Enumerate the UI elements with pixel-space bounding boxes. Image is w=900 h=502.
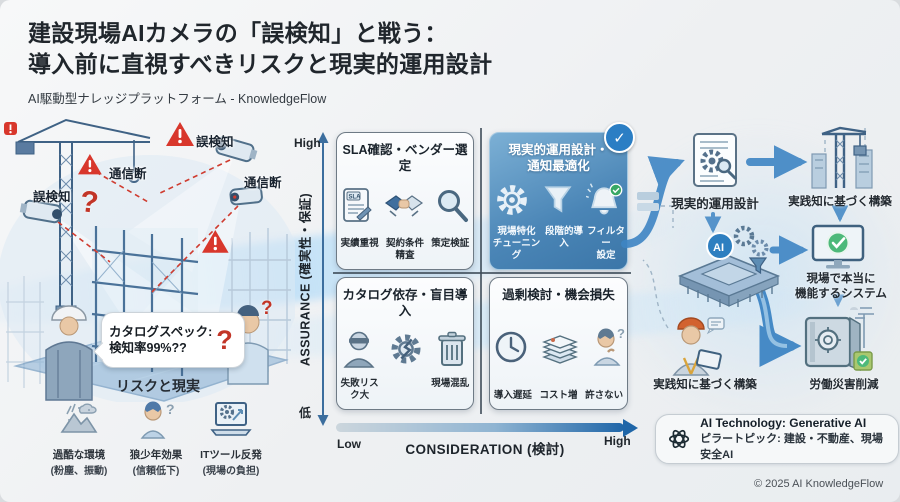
label-comm-loss-right: 通信断 (244, 176, 282, 190)
ai-technology-badge: AI Technology: Generative AI ピラートピック: 建設… (655, 414, 899, 464)
magnifier-icon (438, 190, 468, 223)
quadrant-item-label: 導入遅延 (493, 390, 532, 402)
label-false-detection-left: 誤検知 (33, 190, 71, 204)
paper-stack-icon (541, 334, 578, 364)
quadrant-divider-horizontal (333, 272, 631, 274)
ai-chip-label: AI (713, 242, 724, 254)
svg-text:?: ? (617, 328, 625, 341)
quadrant-item-label: 策定検証 (431, 238, 470, 250)
y-axis-label: ASSURANCE (確実性・保証) (298, 192, 313, 367)
crane-build-icon (811, 126, 873, 189)
y-axis-low: 低 (299, 406, 312, 420)
quadrant-title: カタログ依存・盲目導入 (342, 288, 468, 319)
quadrant-item-label: 失敗リスク大 (340, 378, 379, 402)
quadrant-item-label: コスト増 (539, 390, 578, 402)
generative-ai-logo-icon (668, 429, 690, 449)
risk-item-it-pushback: ITツール反発 (現場の負担) (188, 400, 274, 477)
flow-step-system-label: 現場で本当に 機能するシステム (795, 273, 887, 300)
scene-caption: リスクと現実 (116, 378, 200, 394)
x-axis-arrowhead (623, 419, 638, 437)
svg-text:SLA: SLA (349, 195, 362, 201)
ai-camera-top-right (215, 136, 258, 163)
quadrant-item-label (383, 378, 428, 402)
warning-triangle-icon (202, 230, 229, 253)
sla-document-icon: SLA (343, 188, 372, 223)
risk-item-sub: (現場の負担) (202, 466, 260, 477)
dust-mountain-icon (60, 403, 98, 433)
page-subtitle: AI駆動型ナレッジプラットフォーム - KnowledgeFlow (28, 92, 327, 106)
risk-item-cry-wolf: ? 狼少年効果 (信頼低下) (113, 400, 199, 477)
quadrant-item-label: フィルター 設定 (587, 226, 625, 262)
thinking-person-icon: ? (592, 328, 625, 366)
monitor-check-icon (811, 224, 865, 269)
risk-item-label: 狼少年効果 (129, 449, 183, 461)
laptop-gear-icon (210, 402, 252, 436)
safety-vault-icon (804, 307, 874, 372)
clock-icon (495, 331, 526, 362)
quadrant-item-label: 段階的導入 (544, 226, 583, 250)
confused-person-icon: ? (140, 401, 175, 439)
worker-tablet-icon (672, 317, 725, 376)
label-false-detection-top: 誤検知 (196, 135, 234, 149)
gear-icon (496, 185, 527, 216)
broken-gear-icon (391, 334, 421, 364)
ai-camera-left (19, 199, 63, 224)
x-axis-arrow (336, 423, 624, 432)
trash-icon (438, 331, 466, 366)
quadrant-divider-vertical (480, 128, 482, 414)
quadrant-sla-vendor: SLA確認・ベンダー選定 SLA 実績重視 契約条件 精査 (336, 132, 474, 270)
quadrant-over-consideration: 過剰検討・機会損失 ? (489, 277, 628, 410)
risk-item-label: 過酷な環境 (52, 449, 106, 461)
risk-item-sub: (信頼低下) (132, 466, 180, 477)
y-axis-high: High (294, 136, 321, 150)
label-comm-loss-left: 通信断 (109, 167, 147, 181)
scaffolding-right (228, 228, 291, 372)
quadrant-title: 現実的運用設計・ 通知最適化 (508, 143, 609, 174)
flow-step-design-label: 現実的運用設計 (671, 197, 759, 211)
badge-subtitle: ピラートピック: 建設・不動産、現場安全AI (700, 433, 883, 461)
quadrant-item-label: 現場混乱 (431, 378, 470, 390)
quadrant-catalog-blind: カタログ依存・盲目導入 失敗リスク大 現場混乱 (336, 277, 474, 410)
risk-item-sub: (粉塵、振動) (50, 466, 108, 477)
x-axis-label: CONSIDERATION (検討) (405, 442, 565, 457)
copyright: © 2025 AI KnowledgeFlow (754, 478, 884, 490)
question-mark: ? (78, 185, 101, 220)
risk-item-label: ITツール反発 (200, 449, 262, 461)
x-axis-high: High (604, 434, 631, 448)
catalog-spec-text: カタログスペック: 検知率99%?? (109, 324, 213, 355)
svg-text:?: ? (166, 401, 175, 417)
worker-figure (45, 305, 93, 401)
alert-badge-icon (4, 122, 17, 135)
warning-triangle-icon (166, 122, 194, 146)
page-title: 建設現場AIカメラの「誤検知」と戦う： 導入前に直視すべきリスクと現実的運用設計 (28, 20, 493, 78)
bell-check-icon (585, 183, 622, 215)
quadrant-title: 過剰検討・機会損失 (502, 288, 615, 302)
quadrant-item-label: 契約条件 精査 (385, 238, 424, 262)
selected-check-icon: ✓ (604, 122, 635, 153)
quadrant-item-label: 許さない (585, 390, 624, 402)
false-alert-lines (57, 159, 239, 293)
flow-step-build-bottom-label: 実践知に基づく構築 (653, 379, 757, 391)
design-document-icon (693, 133, 737, 187)
question-mark: ? (261, 298, 273, 319)
ai-camera-right (229, 186, 263, 206)
risk-item-environment: 過酷な環境 (粉塵、振動) (36, 400, 122, 477)
y-axis-arrow (317, 132, 329, 426)
catalog-spec-bubble: カタログスペック: 検知率99%?? ? (93, 312, 245, 368)
flow-step-outcome-label: 労働災害削減 (809, 379, 879, 391)
funnel-icon (543, 186, 572, 214)
handshake-icon (384, 195, 424, 217)
question-mark: ? (216, 324, 233, 355)
quadrant-item-label: 実績重視 (340, 238, 379, 250)
blindfolded-person-icon (343, 331, 375, 368)
ai-chip-icon: AI (677, 225, 781, 307)
quadrant-title: SLA確認・ベンダー選定 (342, 143, 468, 174)
quadrant-item-label: 現場特化 チューニング (492, 226, 541, 262)
flow-step-build-top-label: 実践知に基づく構築 (788, 196, 892, 208)
x-axis-low: Low (337, 437, 361, 451)
warning-triangle-icon (78, 154, 102, 175)
quadrant-realistic-design: ✓ 現実的運用設計・ 通知最適化 現場特化 チューニング 段階的導入 フィルター (489, 122, 635, 270)
badge-title: AI Technology: Generative AI (700, 416, 867, 430)
